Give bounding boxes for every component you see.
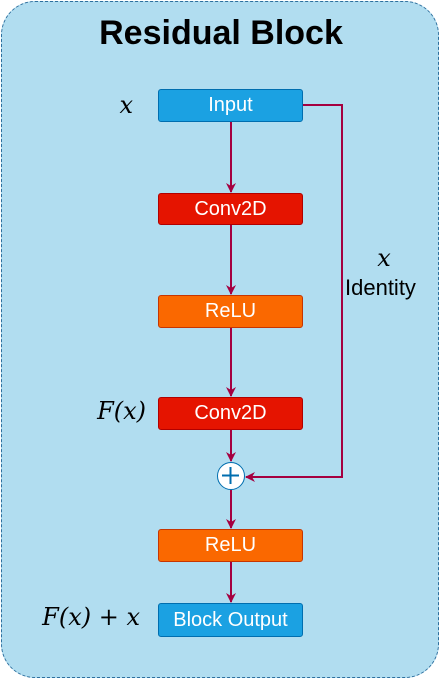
relu-node-2: ReLU [158, 529, 303, 562]
conv2d-math-label: F(x) [97, 397, 146, 425]
output-math-label: F(x) + x [42, 603, 140, 631]
input-math-label: x [119, 91, 133, 119]
edge-identity-skip [245, 104, 343, 482]
conv2d-node-2: Conv2D [158, 397, 303, 430]
plus-icon [222, 467, 239, 484]
addition-node [217, 462, 245, 490]
input-node: Input [158, 89, 303, 122]
relu-node-1: ReLU [158, 295, 303, 328]
identity-label: Identity [345, 275, 416, 300]
diagram-title: Residual Block [99, 14, 343, 52]
identity-math-label: x [377, 244, 391, 272]
block-output-node: Block Output [158, 603, 303, 637]
conv2d-node-1: Conv2D [158, 193, 303, 225]
